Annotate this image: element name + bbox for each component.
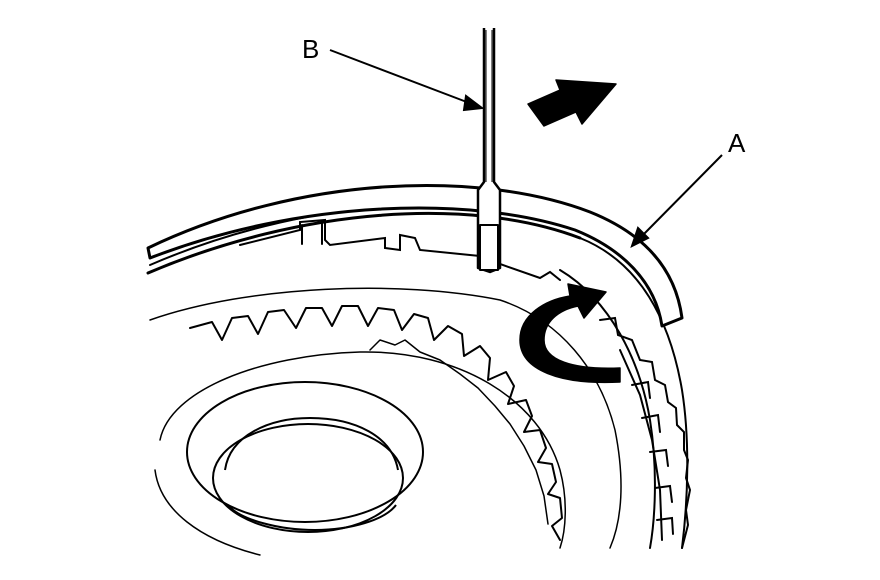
hub-outer-ring [186, 381, 424, 523]
arrow-right-up-icon [527, 79, 617, 127]
hub-inner-ring [212, 423, 404, 533]
disc-teeth-inner [369, 339, 549, 525]
screwdriver-shaft-highlight [485, 30, 493, 182]
side-teeth-inner [619, 349, 663, 541]
leader-b [329, 49, 473, 105]
drum-outer-edge [146, 211, 582, 275]
screwdriver-tip [479, 224, 499, 271]
screwdriver-b [476, 28, 502, 274]
rim-teeth [239, 218, 561, 281]
hub [186, 381, 424, 533]
callout-leaders [329, 49, 723, 248]
disc-lower-arc [154, 469, 261, 556]
drum-right-wall-inner [559, 269, 656, 549]
rotate-arrow-icon [519, 283, 621, 384]
leader-a [639, 154, 723, 239]
screwdriver-shaft [476, 28, 502, 274]
snap-ring-inner-edge [149, 207, 663, 327]
snap-ring-a [146, 183, 684, 328]
snap-ring-body [146, 183, 684, 328]
hub-bore [224, 416, 399, 471]
callout-label-a: A [728, 128, 746, 158]
callout-label-b: B [302, 34, 319, 64]
drum-right-wall [579, 237, 689, 549]
leader-a-arrowhead [630, 226, 650, 248]
side-teeth [599, 316, 692, 549]
hub-bore-lower [227, 504, 397, 532]
leader-b-arrowhead [462, 94, 485, 112]
disc-teeth [189, 305, 563, 541]
rim-slot-left [301, 221, 323, 245]
side-teeth-notches [631, 380, 674, 535]
disc-inner-arc [159, 351, 567, 549]
